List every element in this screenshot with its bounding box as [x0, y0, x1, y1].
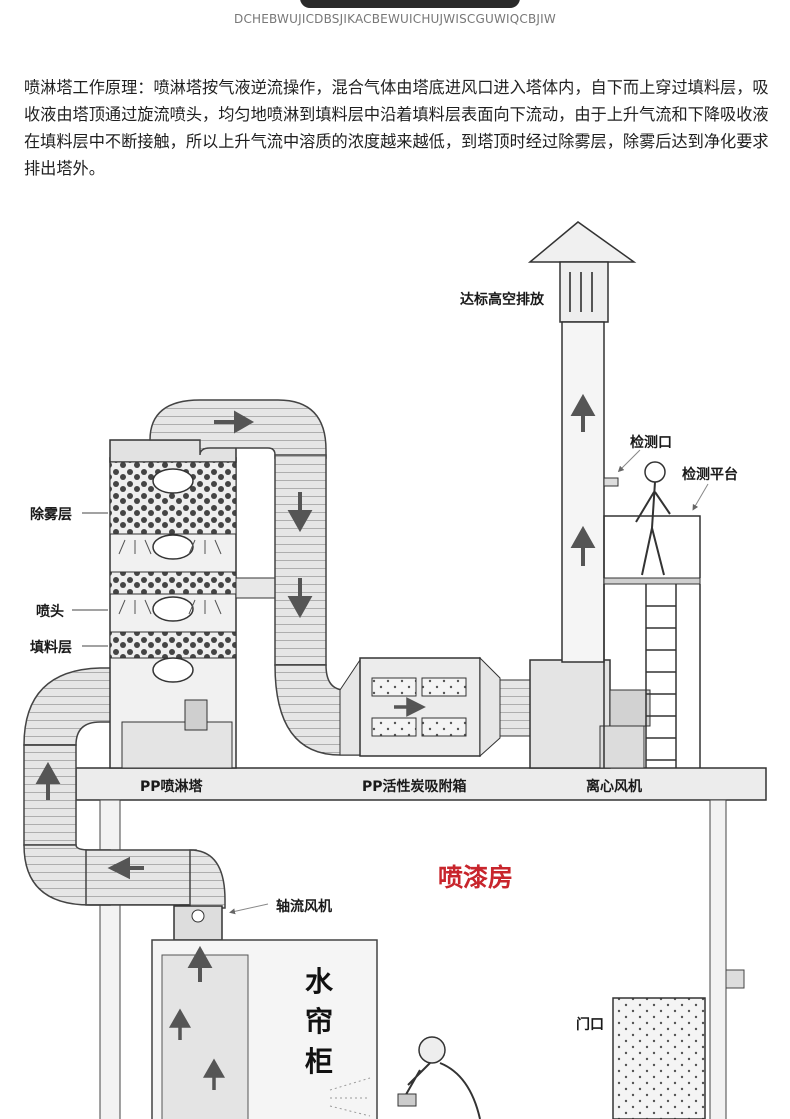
page-subtitle: DCHEBWUJICDBSJIKACBEWUICHUJWISCGUWIQCBJI… — [234, 12, 556, 26]
platform-slab — [75, 767, 767, 801]
packing-layer-2 — [109, 631, 237, 659]
inspector-head — [644, 461, 666, 483]
label-paint-room: 喷漆房 — [438, 863, 514, 892]
label-detect-platform: 检测平台 — [682, 467, 738, 483]
label-tower: PP喷淋塔 — [140, 779, 203, 795]
ladder — [645, 584, 677, 768]
principle-description: 喷淋塔工作原理：喷淋塔按气液逆流操作，混合气体由塔底进风口进入塔体内，自下而上穿… — [24, 78, 769, 178]
carbon-box-inlet — [339, 658, 361, 756]
painter-head — [418, 1036, 446, 1064]
flow-arrow-right-top — [214, 410, 255, 434]
manhole-2 — [152, 534, 194, 560]
water-curtain-panel — [161, 954, 249, 1119]
leader-platform — [692, 483, 709, 511]
chimney-cap — [527, 221, 637, 263]
nozzle-spray-2 — [118, 599, 222, 615]
flow-arrow-up-cabinet-2 — [168, 1008, 192, 1040]
spray-mist — [329, 1077, 371, 1117]
label-packing: 填料层 — [30, 640, 72, 656]
pump-unit — [121, 721, 233, 769]
flow-arrow-up-cabinet-3 — [202, 1058, 226, 1090]
manhole-1 — [152, 468, 194, 494]
chimney-louvers — [569, 272, 593, 312]
label-carbon-box: PP活性炭吸附箱 — [362, 779, 467, 795]
label-nozzle: 喷头 — [36, 604, 64, 620]
fan-housing — [529, 659, 611, 769]
title-banner — [300, 0, 520, 8]
duct-descending — [274, 454, 327, 666]
flow-arrow-left-bottom — [107, 856, 144, 880]
label-door: 门口 — [576, 1017, 604, 1033]
side-outlet — [235, 577, 277, 599]
label-chimney: 达标高空排放 — [460, 292, 544, 308]
carbon-tray-4 — [421, 717, 467, 737]
label-detect-port: 检测口 — [630, 435, 672, 451]
chimney-pipe — [561, 321, 605, 663]
flow-arrow-up-cabinet-1 — [187, 945, 213, 982]
building-wall-right — [709, 799, 727, 1119]
label-centrifugal-fan: 离心风机 — [586, 779, 642, 795]
water-curtain-char-3: 柜 — [304, 1045, 333, 1078]
manhole-3 — [152, 596, 194, 622]
detection-port — [603, 477, 619, 487]
building-wall-left — [99, 799, 121, 1119]
inspector-body — [635, 481, 671, 576]
water-curtain-char-1: 水 — [304, 965, 333, 998]
label-demister: 除雾层 — [30, 507, 72, 523]
flow-arrow-right-box — [394, 697, 426, 717]
leader-axial-fan — [229, 903, 269, 915]
wall-vent — [725, 969, 745, 989]
packing-layer-1 — [109, 571, 237, 595]
fan-base — [599, 725, 645, 769]
duct-horizontal-bottom — [85, 849, 197, 906]
nozzle-spray-1 — [118, 539, 222, 555]
label-water-curtain: 水 帘 柜 — [304, 962, 334, 1082]
flow-arrow-up-chimney-2 — [570, 525, 596, 566]
label-axial-fan: 轴流风机 — [276, 899, 332, 915]
flow-arrow-down-2 — [287, 578, 313, 619]
water-curtain-char-2: 帘 — [304, 1005, 333, 1038]
spray-gun — [397, 1093, 417, 1107]
manhole-4 — [152, 657, 194, 683]
platform-support — [603, 584, 701, 768]
carbon-tray-3 — [371, 717, 417, 737]
detection-platform — [603, 577, 701, 585]
carbon-box-outlet — [479, 656, 501, 758]
chimney-cap-base — [559, 261, 609, 323]
door-frame — [612, 997, 706, 1119]
fan-motor — [609, 689, 651, 727]
carbon-tray-2 — [421, 677, 467, 697]
axial-fan-hub — [191, 909, 205, 923]
carbon-tray-1 — [371, 677, 417, 697]
flow-arrow-up-left — [35, 761, 61, 800]
flow-arrow-down-1 — [287, 492, 313, 533]
flow-arrow-up-chimney-1 — [570, 393, 596, 432]
leader-detect-port — [617, 449, 641, 473]
flex-connector — [499, 679, 531, 737]
pump-motor — [184, 699, 208, 731]
painter-body — [403, 1062, 481, 1119]
